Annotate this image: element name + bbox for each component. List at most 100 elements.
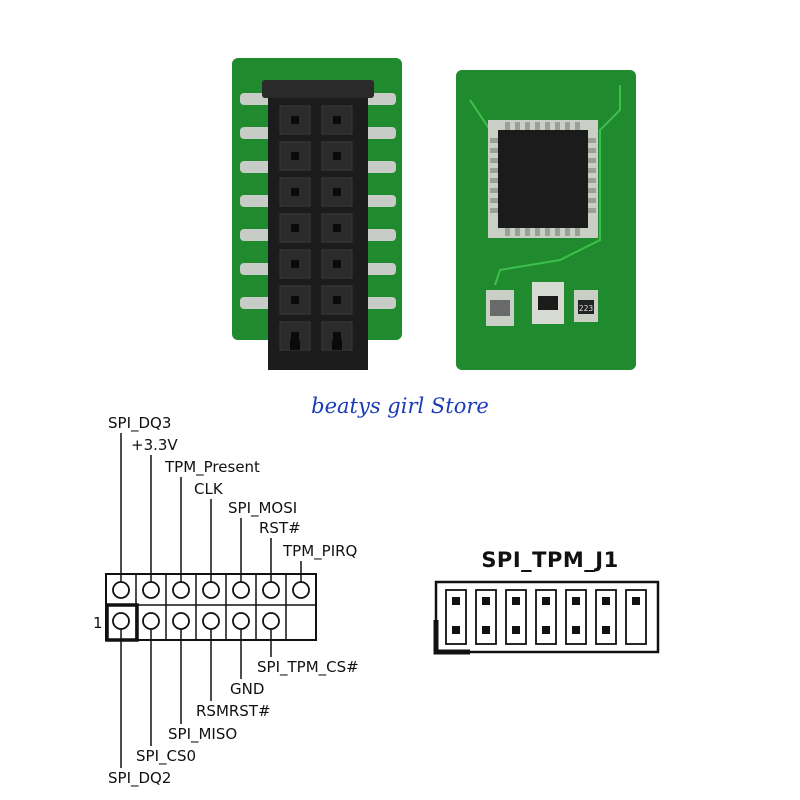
header-pin-dot — [512, 597, 520, 605]
socket-hole — [321, 213, 353, 243]
label-tpm-pirq: TPM_PIRQ — [282, 542, 357, 561]
chip-lead — [490, 148, 498, 153]
chip-lead — [525, 122, 530, 130]
socket-contact — [291, 296, 299, 304]
socket-contact — [333, 152, 341, 160]
label-spi-dq2: SPI_DQ2 — [108, 769, 171, 788]
header-pin-dot — [512, 626, 520, 634]
label-spi-cs0: SPI_CS0 — [136, 747, 196, 766]
pin-circle — [232, 581, 250, 599]
pin-circle — [262, 581, 280, 599]
chip-lead — [588, 188, 596, 193]
solder-pad — [364, 229, 396, 241]
header-pin-slot — [505, 589, 527, 645]
chip-lead — [490, 158, 498, 163]
chip-lead — [490, 198, 498, 203]
header-pin-dot — [452, 597, 460, 605]
header-pin-dot — [572, 626, 580, 634]
header-pin-dot — [632, 597, 640, 605]
header-pin-slot — [625, 589, 647, 645]
pin-circle — [172, 581, 190, 599]
header-pin-slot — [475, 589, 497, 645]
label-tpm-present: TPM_Present — [164, 458, 260, 477]
chip-lead — [565, 122, 570, 130]
label-rst: RST# — [259, 519, 301, 537]
label-rsmrst: RSMRST# — [196, 702, 271, 720]
pin-one-marker: 1 — [93, 614, 103, 632]
socket-holes — [279, 105, 353, 351]
solder-pad — [364, 161, 396, 173]
chip-lead — [565, 228, 570, 236]
pin-circle — [112, 612, 130, 630]
socket-contact — [333, 116, 341, 124]
socket-contact — [291, 116, 299, 124]
leader-lines — [120, 433, 302, 768]
header-pin-dot — [482, 626, 490, 634]
chip-lead — [515, 122, 520, 130]
socket-contact — [291, 260, 299, 268]
header-pin-dot — [602, 597, 610, 605]
solder-pads-left — [240, 93, 396, 309]
pinout-schematic: 1 SPI_DQ3 +3.3V TPM_Present CLK SPI_MOSI… — [93, 414, 359, 788]
chip-lead — [535, 122, 540, 130]
pin-circle — [232, 612, 250, 630]
chip-lead — [490, 178, 498, 183]
tpm-chip — [498, 130, 588, 228]
chip-lead — [588, 138, 596, 143]
pin-circle — [262, 612, 280, 630]
label-clk: CLK — [194, 480, 224, 498]
chip-lead — [505, 228, 510, 236]
pin-circle — [202, 612, 220, 630]
header-pin-dot — [452, 626, 460, 634]
solder-pad — [240, 127, 272, 139]
socket-contact — [333, 296, 341, 304]
chip-lead — [555, 122, 560, 130]
header-pin-dot — [542, 626, 550, 634]
socket-contact — [333, 260, 341, 268]
header-pin-grid — [445, 589, 647, 645]
pin-one-corner-mark — [433, 620, 470, 655]
socket-contact — [333, 188, 341, 196]
chip-lead — [588, 168, 596, 173]
chip-lead — [588, 158, 596, 163]
tpm-module-connector-side — [232, 58, 402, 370]
header-body — [434, 580, 660, 654]
solder-pad — [240, 161, 272, 173]
pin-circle — [292, 581, 310, 599]
socket-contact — [291, 152, 299, 160]
pin-circle — [142, 612, 160, 630]
solder-pad — [364, 263, 396, 275]
solder-pad — [364, 127, 396, 139]
chip-lead — [505, 122, 510, 130]
label-spi-mosi: SPI_MOSI — [228, 499, 297, 518]
header-pin-dot — [542, 597, 550, 605]
resistor-code: 223 — [579, 304, 594, 313]
chip-lead — [525, 228, 530, 236]
socket-contact — [333, 332, 341, 340]
chip-lead — [588, 208, 596, 213]
socket-contact — [291, 224, 299, 232]
chip-lead — [545, 228, 550, 236]
chip-lead — [555, 228, 560, 236]
chip-lead — [588, 198, 596, 203]
header-symbol: SPI_TPM_J1 — [433, 548, 660, 655]
chip-lead — [535, 228, 540, 236]
solder-pad — [240, 263, 272, 275]
chip-lead — [515, 228, 520, 236]
socket-hole — [321, 105, 353, 135]
pin-circle — [142, 581, 160, 599]
pin-circle — [202, 581, 220, 599]
header-pin-slot — [595, 589, 617, 645]
chip-leads — [490, 122, 596, 236]
header-pin-slot — [535, 589, 557, 645]
chip-lead — [490, 208, 498, 213]
chip-lead — [575, 122, 580, 130]
solder-pad — [364, 195, 396, 207]
pin-circle — [172, 612, 190, 630]
solder-pad — [240, 195, 272, 207]
header-pin-slot — [565, 589, 587, 645]
socket-contact — [333, 224, 341, 232]
chip-lead — [490, 188, 498, 193]
header-pin-dot — [482, 597, 490, 605]
